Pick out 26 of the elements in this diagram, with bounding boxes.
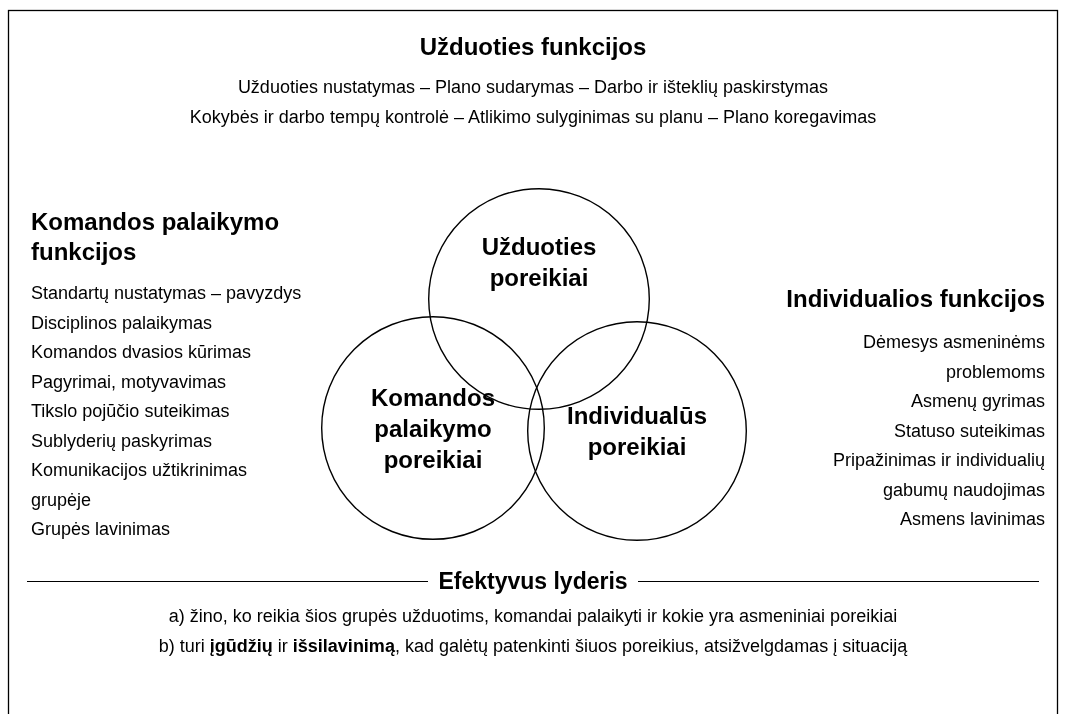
statement: b) turi įgūdžių ir išsilavinimą, kad galėtų patenkinti šiuos poreikius, atsižvelgdamas į situaciją [158, 634, 908, 658]
list-item: Pripažinimas ir individualių gabumų naudojimas [831, 449, 1045, 502]
list-item: Sublyderių paskyrimas [31, 429, 213, 453]
list-item: Komunikacijos užtikrinimas grupėje [31, 459, 249, 512]
list-item: Pagyrimai, motyvavimas [31, 370, 227, 394]
list-item: Disciplinos palaikymas [31, 311, 213, 335]
section-heading: Individualios funkcijos [786, 284, 1045, 314]
section-heading: Komandos palaikymo funkcijos [31, 207, 281, 267]
circle-label: Komandos palaikymo poreikiai [370, 382, 496, 475]
section-heading: Efektyvus lyderis [438, 567, 628, 596]
list-item: Komandos dvasios kūrimas [31, 341, 252, 364]
list-item: Asmenų gyrimas [910, 390, 1045, 413]
venn-circle [321, 316, 545, 540]
venn-circle [527, 321, 747, 541]
statement: a) žino, ko reikia šios grupės užduotims, komandai palaikyti ir kokie yra asmeniniai poreikiai [168, 605, 898, 628]
list-item: Tikslo pojūčio suteikimas [31, 400, 230, 423]
function-list: Kokybės ir darbo tempų kontrolė – Atlikimo sulyginimas su planu – Plano koregavimas [189, 102, 877, 132]
list-item: Asmens lavinimas [899, 508, 1045, 531]
list-item: Grupės lavinimas [31, 518, 171, 541]
circle-label: Individualūs poreikiai [566, 401, 708, 462]
list-item: Standartų nustatymas – pavyzdys [31, 282, 302, 305]
circle-label: Užduoties poreikiai [480, 232, 598, 293]
list-item: Dėmesys asmeninėms problemoms [861, 331, 1045, 384]
function-list: Užduoties nustatymas – Plano sudarymas – Darbo ir išteklių paskirstymas [237, 73, 829, 103]
list-item: Statuso suteikimas [893, 419, 1045, 443]
title: Užduoties funkcijos [419, 32, 647, 62]
